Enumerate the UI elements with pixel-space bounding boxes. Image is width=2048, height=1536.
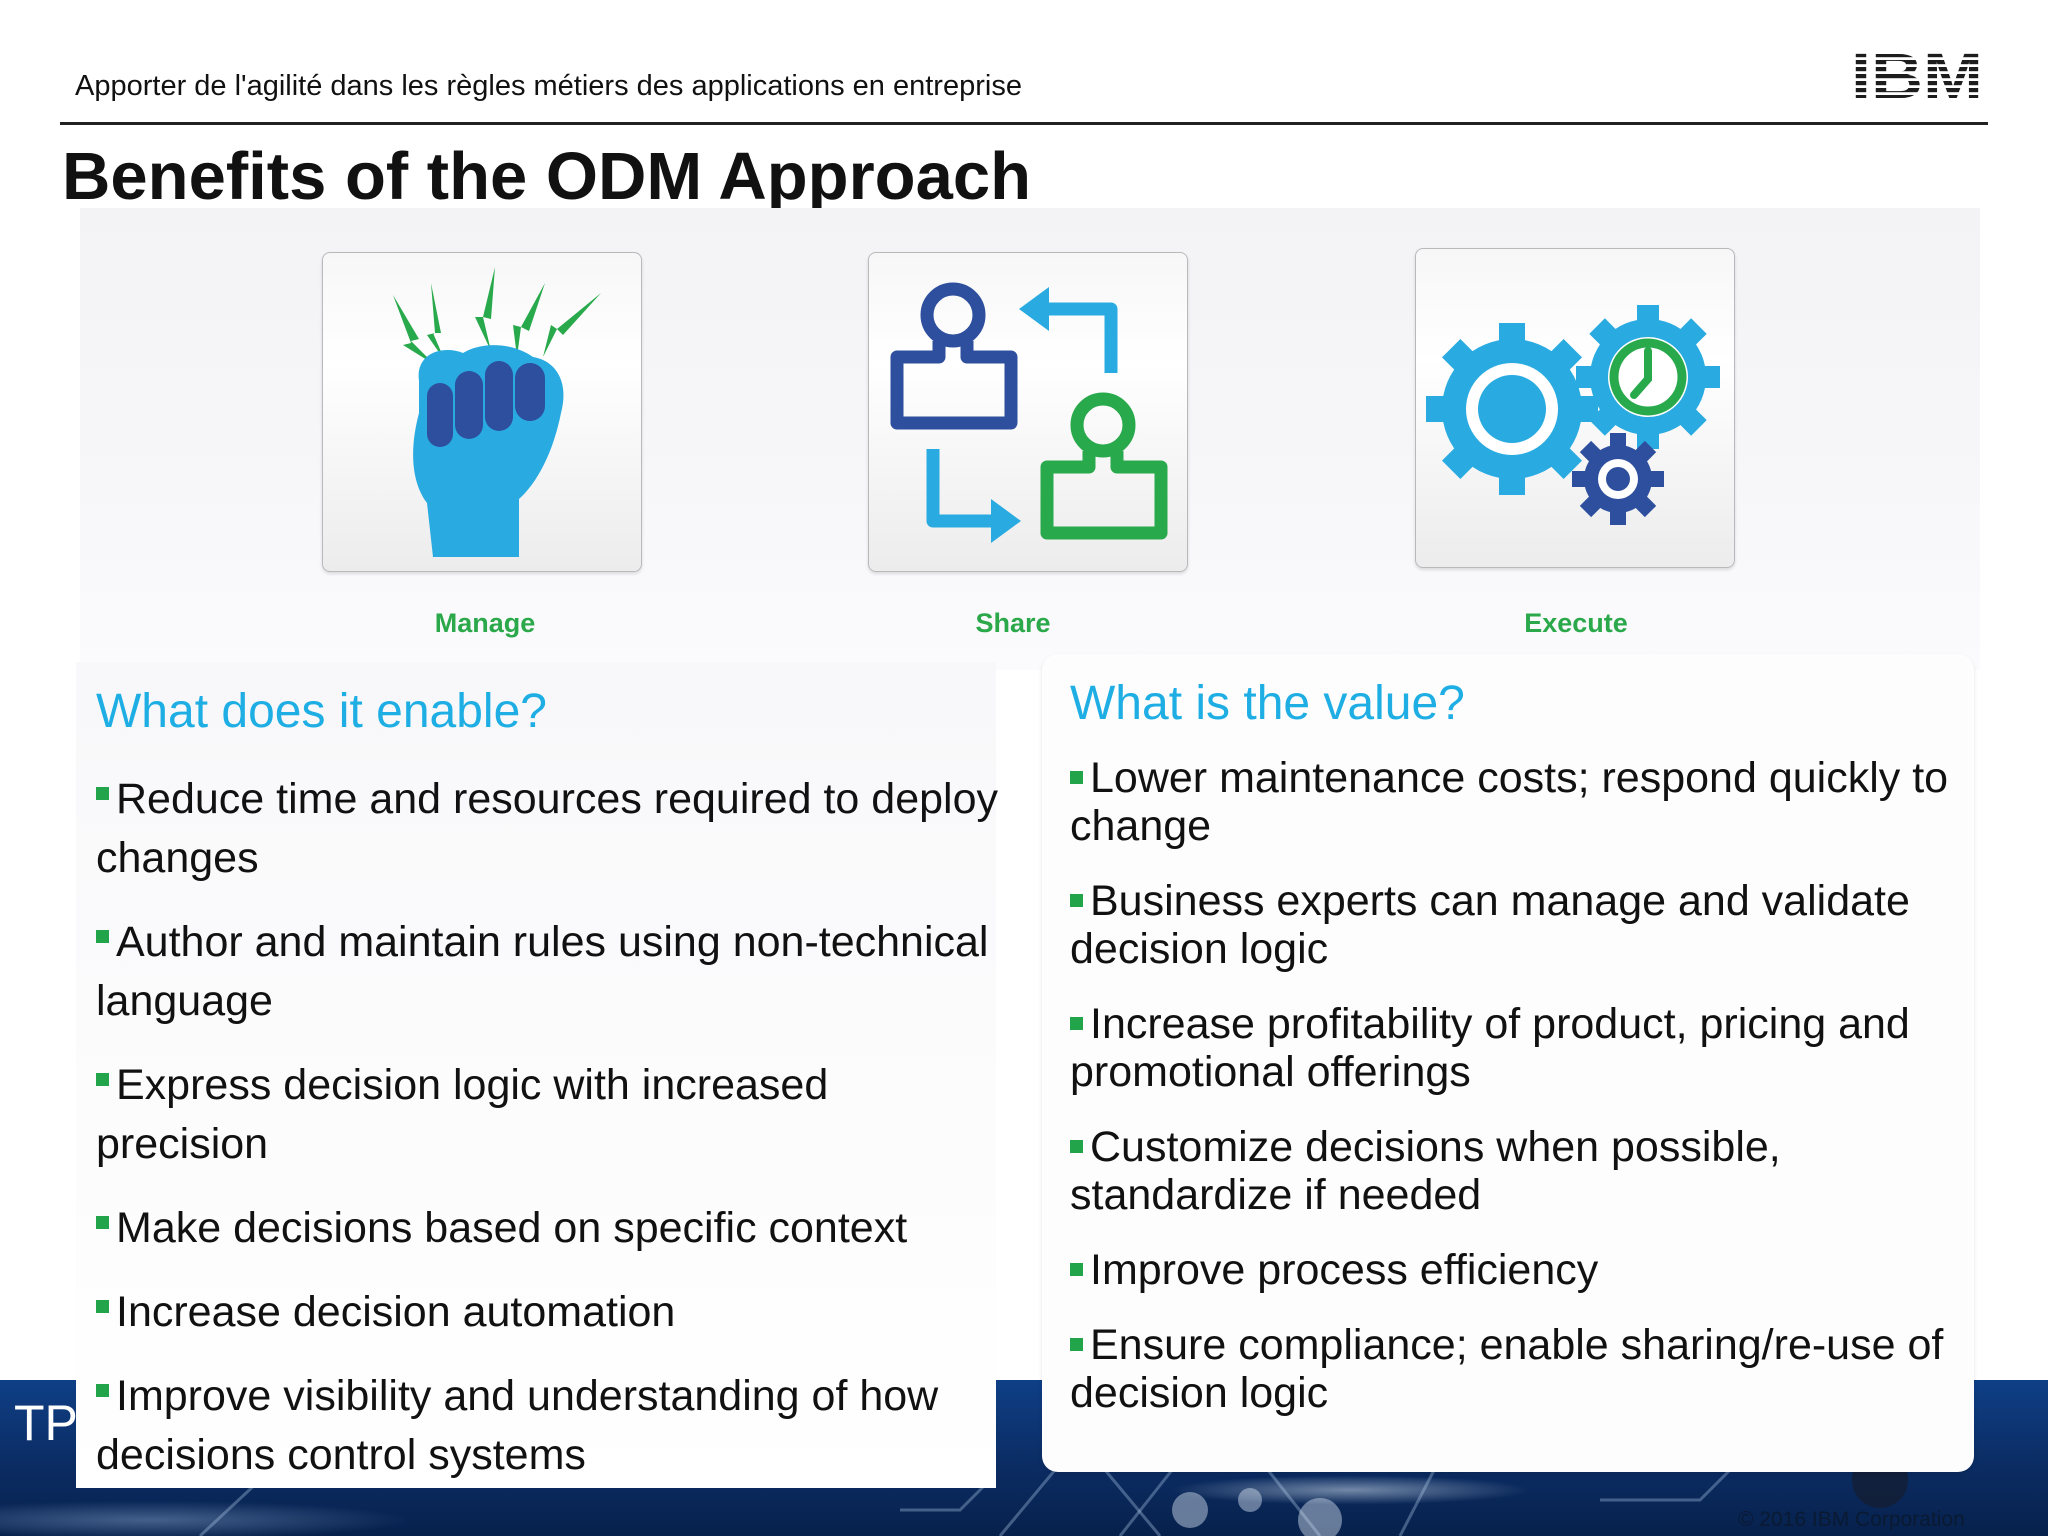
share-people-icon <box>890 282 1168 543</box>
bullet-square-icon <box>1070 894 1083 907</box>
value-bullet: Business experts can manage and validate… <box>1070 877 1910 973</box>
enable-bullet: Improve visibility and understanding of … <box>96 1372 939 1479</box>
bottom-strip-text: TP <box>14 1395 78 1451</box>
enable-panel: What does it enable? Reduce time and res… <box>76 662 998 1488</box>
ibm-logo: IBM <box>1850 46 1984 102</box>
enable-bullet: Increase decision automation <box>96 1283 1001 1342</box>
bullet-square-icon <box>96 1384 109 1397</box>
pillar-label-execute: Execute <box>1524 608 1628 638</box>
manage-tile <box>322 252 642 572</box>
bullet-square-icon <box>1070 771 1083 784</box>
bullet-square-icon <box>1070 1338 1083 1351</box>
pillar-label-share: Share <box>975 608 1051 638</box>
value-bullet: Customize decisions when possible, stand… <box>1070 1123 1781 1219</box>
value-bullet: Increase profitability of product, prici… <box>1070 1000 1910 1096</box>
bullet-square-icon <box>96 1216 109 1229</box>
bullet-square-icon <box>1070 1263 1083 1276</box>
enable-bullet: Author and maintain rules using non-tech… <box>96 918 989 1025</box>
header-divider <box>60 122 1988 125</box>
copyright: © 2016 IBM Corporation <box>1738 1508 1965 1531</box>
slide-title: Benefits of the ODM Approach <box>62 139 1032 214</box>
enable-bullet: Express decision logic with increased pr… <box>96 1061 829 1168</box>
ibm-logo-graphic: IBM <box>1850 46 1984 102</box>
value-bullet: Ensure compliance; enable sharing/re-use… <box>1070 1321 1944 1417</box>
enable-bullet: Make decisions based on specific context <box>96 1199 1001 1258</box>
bullet-square-icon <box>1070 1017 1083 1030</box>
value-heading: What is the value? <box>1070 677 1465 730</box>
value-bullet: Lower maintenance costs; respond quickly… <box>1070 754 1949 850</box>
gears-clock-icon <box>1426 305 1720 525</box>
share-tile <box>868 252 1188 572</box>
pillar-label-manage: Manage <box>434 608 536 638</box>
bullet-square-icon <box>96 1300 109 1313</box>
fist-icon <box>393 267 601 557</box>
bullet-square-icon <box>96 1073 109 1086</box>
value-bullet: Improve process efficiency <box>1070 1246 1960 1294</box>
enable-bullet: Reduce time and resources required to de… <box>96 775 999 882</box>
header-subtitle: Apporter de l'agilité dans les règles mé… <box>75 70 1022 102</box>
bullet-square-icon <box>96 787 109 800</box>
bullet-square-icon <box>96 930 109 943</box>
value-panel: What is the value? Lower maintenance cos… <box>1042 654 1974 1472</box>
enable-bullet-list: Reduce time and resources required to de… <box>96 770 1001 1510</box>
value-bullet-list: Lower maintenance costs; respond quickly… <box>1070 754 1960 1444</box>
execute-tile <box>1415 248 1735 568</box>
bullet-square-icon <box>1070 1140 1083 1153</box>
enable-heading: What does it enable? <box>96 685 547 738</box>
